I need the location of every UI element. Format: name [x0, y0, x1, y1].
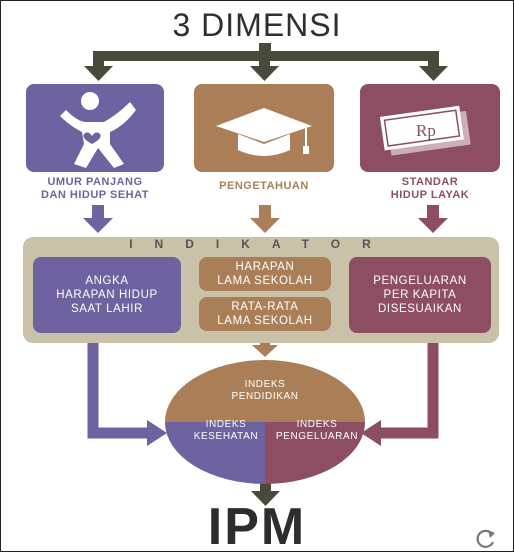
- caption-line: STANDAR: [401, 176, 459, 188]
- index-line: PENDIDIKAN: [231, 391, 299, 402]
- dimension-box-living: Rp: [360, 84, 500, 172]
- index-line: INDEKS: [205, 419, 247, 430]
- indicator-line: PENGELUARAN: [373, 275, 467, 287]
- graduation-cap-icon: [216, 108, 312, 156]
- indicator-line: RATA-RATA: [231, 301, 299, 313]
- indicator-line: ANGKA: [85, 275, 129, 287]
- index-pie: [165, 360, 365, 484]
- index-line: PENGELUARAN: [275, 431, 359, 442]
- indicator-heading: INDIKATOR: [129, 237, 393, 251]
- person-heart-icon: [60, 92, 136, 168]
- indicator-line: DISESUAIKAN: [378, 303, 462, 315]
- indicator-line: LAMA SEKOLAH: [217, 315, 313, 327]
- index-health-label: INDEKS KESEHATAN: [184, 419, 268, 443]
- dimension-caption-knowledge: PENGETAHUAN: [184, 180, 344, 193]
- caption-line: UMUR PANJANG: [47, 176, 143, 188]
- index-expenditure-label: INDEKS PENGELUARAN: [269, 419, 365, 443]
- money-bill-icon: Rp: [379, 105, 471, 156]
- index-line: KESEHATAN: [193, 431, 259, 442]
- page-title: 3 DIMENSI: [172, 7, 342, 43]
- pie-slice-health: [165, 422, 265, 484]
- pie-slice-expenditure: [265, 422, 365, 484]
- caption-line: HIDUP LAYAK: [390, 189, 470, 201]
- refresh-icon[interactable]: [475, 527, 497, 549]
- indicator-expenditure: PENGELUARAN PER KAPITA DISESUAIKAN: [349, 257, 491, 333]
- indicator-expected-schooling: HARAPAN LAMA SEKOLAH: [199, 257, 331, 291]
- indicator-line: SAAT LAHIR: [70, 303, 144, 315]
- dimension-box-health: [26, 84, 164, 172]
- dimension-caption-health: UMUR PANJANG DAN HIDUP SEHAT: [15, 176, 175, 202]
- indicator-line: HARAPAN HIDUP: [56, 289, 158, 301]
- indicator-mean-schooling: RATA-RATA LAMA SEKOLAH: [199, 297, 331, 331]
- index-line: INDEKS: [296, 419, 338, 430]
- indicator-life-expectancy: ANGKA HARAPAN HIDUP SAAT LAHIR: [33, 257, 181, 333]
- caption-line: PENGETAHUAN: [219, 180, 309, 192]
- indicator-line: HARAPAN: [235, 261, 295, 273]
- dimension-caption-living: STANDAR HIDUP LAYAK: [350, 176, 510, 202]
- result-ipm: IPM: [207, 498, 307, 552]
- index-line: INDEKS: [244, 379, 286, 390]
- caption-line: DAN HIDUP SEHAT: [41, 189, 149, 201]
- dimension-box-knowledge: [194, 84, 334, 172]
- indicator-line: PER KAPITA: [383, 289, 457, 301]
- index-education-label: INDEKS PENDIDIKAN: [215, 379, 315, 403]
- pie-slice-education: [165, 360, 365, 422]
- currency-label: Rp: [416, 121, 436, 140]
- indicator-line: LAMA SEKOLAH: [217, 275, 313, 287]
